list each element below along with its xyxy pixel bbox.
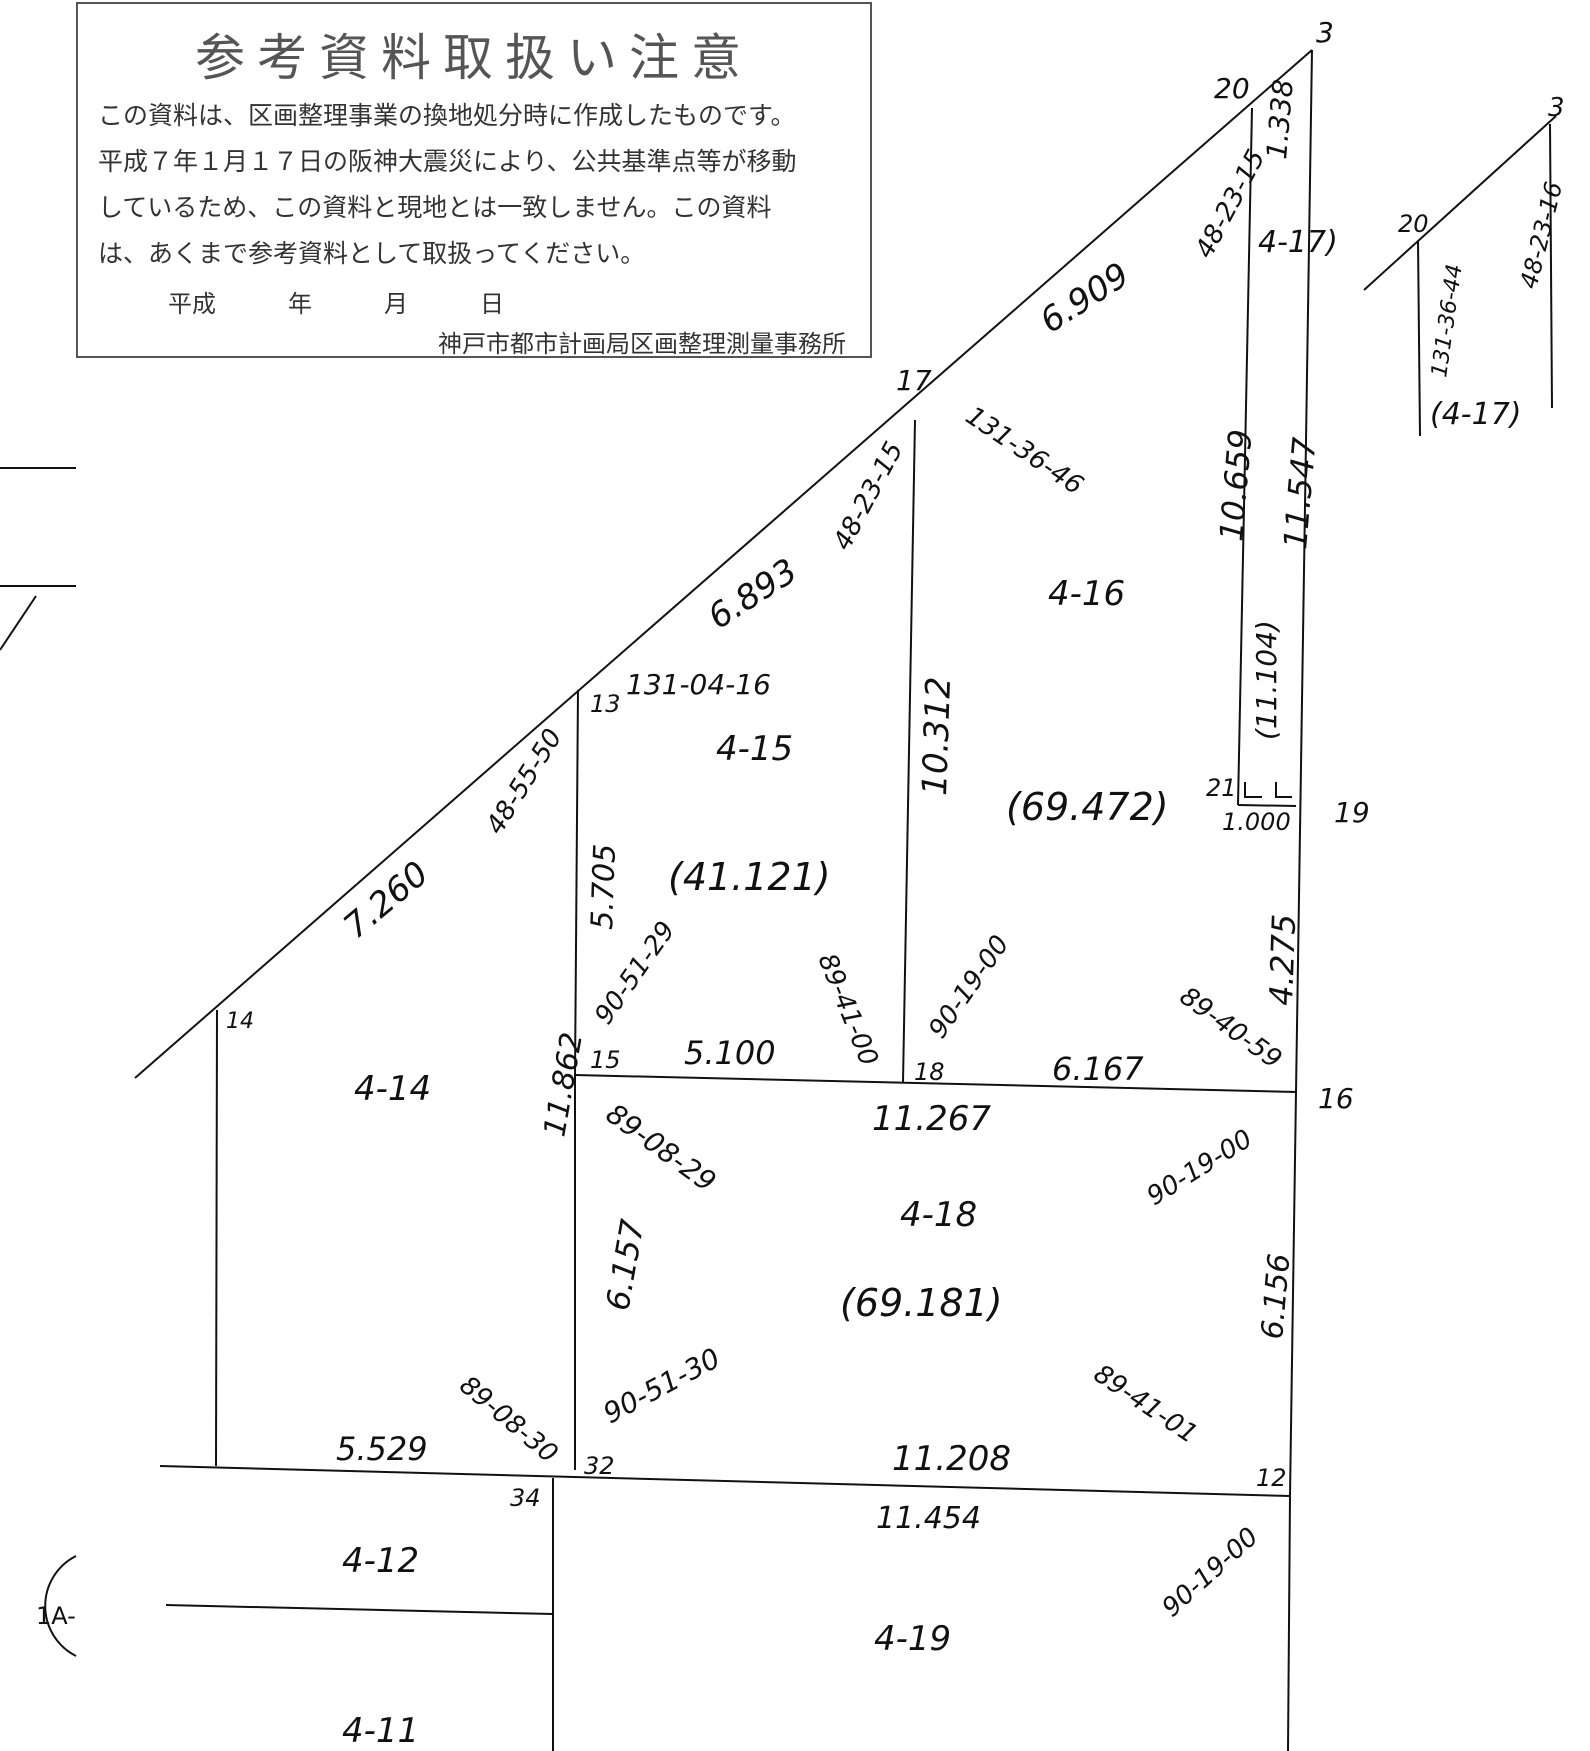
notice-line-3: しているため、この資料と現地とは一致しません。この資料 (98, 193, 772, 222)
inset-point-label-3: 3 (1548, 93, 1565, 123)
lot-label-4-17: 4-17) (1258, 225, 1338, 260)
area-label-4-18: (69.181) (840, 1281, 1003, 1325)
area-label-4-16: (69.472) (1006, 785, 1169, 829)
boundary-4-12-4-11 (165, 1604, 554, 1615)
boundary-15-16 (574, 1074, 1297, 1093)
point-label-17: 17 (896, 364, 932, 397)
distance-label: 10.312 (915, 676, 959, 796)
point-label-18: 18 (914, 1058, 945, 1086)
distance-label: 11.208 (892, 1439, 1011, 1479)
angle-label: 89-41-00 (812, 949, 884, 1070)
boundary-16-12 (1289, 1091, 1297, 1497)
angle-label: 48-55-50 (480, 724, 568, 840)
inset-angle-label: 131-36-44 (1427, 263, 1468, 379)
boundary-20-21 (1237, 107, 1253, 806)
angle-label: 89-41-01 (1088, 1359, 1203, 1450)
margin-label: 1A- (36, 1602, 76, 1630)
point-label-13: 13 (590, 690, 621, 718)
distance-label: 6.167 (1052, 1050, 1144, 1088)
point-label-16: 16 (1318, 1082, 1354, 1115)
distance-label: 1.000 (1222, 808, 1291, 836)
lot-label-4-18: 4-18 (900, 1195, 977, 1235)
lot-label-4-14: 4-14 (354, 1069, 431, 1109)
distance-label: 10.659 (1212, 428, 1260, 543)
lot-label-4-12: 4-12 (342, 1541, 419, 1581)
notice-line-2: 平成７年１月１７日の阪神大震災により、公共基準点等が移動 (98, 147, 797, 176)
edge-circle (44, 1555, 77, 1657)
edge-line (0, 595, 37, 651)
distance-label: 6.157 (598, 1216, 651, 1313)
area-label-4-15: (41.121) (668, 855, 831, 899)
lot-label-4-19: 4-19 (874, 1619, 951, 1659)
boundary-32-12 (159, 1465, 1291, 1497)
angle-label: 131-04-16 (626, 668, 771, 701)
distance-label: 5.100 (684, 1034, 776, 1072)
distance-label: 11.862 (537, 1030, 590, 1139)
angle-label: 90-51-29 (589, 916, 681, 1030)
distance-label: 7.260 (336, 854, 436, 947)
angle-label: 131-36-46 (960, 401, 1088, 501)
notice-title: 参考資料取扱い注意 (195, 29, 753, 87)
angle-label: 89-08-29 (600, 1097, 722, 1198)
boundary-12-down (1287, 1495, 1291, 1751)
inset-lot-label: (4-17) (1430, 397, 1522, 432)
notice-line-4: は、あくまで参考資料として取扱ってください。 (98, 239, 646, 268)
angle-label: 48-23-15 (828, 437, 910, 555)
distance-label: 11.547 (1276, 435, 1324, 550)
distance-label: 1.338 (1260, 78, 1300, 161)
notice-date: 平成 年 月 日 (168, 290, 504, 318)
lot-label-4-16: 4-16 (1048, 574, 1125, 614)
angle-label: 90-51-30 (598, 1341, 726, 1430)
distance-label: 4.275 (1262, 913, 1303, 1006)
notice-line-1: この資料は、区画整理事業の換地処分時に作成したものです。 (98, 101, 796, 130)
inset-diagonal (1363, 115, 1557, 291)
inset-angle-label: 48-23-16 (1515, 179, 1569, 291)
inset-point-label-20: 20 (1398, 210, 1429, 238)
diagonal-boundary (134, 49, 1313, 1079)
point-label-19: 19 (1334, 796, 1370, 829)
boundary-21-19 (1237, 804, 1297, 807)
distance-label: 11.267 (872, 1099, 991, 1139)
point-label-14: 14 (226, 1009, 254, 1034)
point-label-20: 20 (1214, 72, 1250, 105)
angle-label: 90-19-00 (923, 930, 1015, 1044)
distance-label: 11.454 (876, 1501, 981, 1536)
distance-label: 5.705 (585, 843, 623, 930)
angle-label: 89-08-30 (454, 1370, 564, 1469)
point-label-21: 21 (1206, 774, 1237, 802)
lot-label-4-15: 4-15 (716, 729, 793, 769)
point-label-3: 3 (1316, 16, 1334, 49)
distance-label: 5.529 (336, 1430, 428, 1468)
area-label-4-17: (11.104) (1250, 620, 1283, 740)
distance-label: 6.893 (701, 551, 804, 638)
boundary-14 (215, 1009, 218, 1467)
angle-label: 90-19-00 (1157, 1522, 1265, 1623)
boundary-13-15 (574, 689, 579, 1076)
point-label-15: 15 (590, 1046, 621, 1074)
distance-label: 6.909 (1033, 255, 1136, 342)
corner-mark (1275, 782, 1292, 798)
distance-label: 6.156 (1255, 1252, 1297, 1341)
inset-left-line (1417, 240, 1421, 437)
inset-right-line (1549, 123, 1553, 409)
corner-mark (1244, 782, 1262, 798)
point-label-32: 32 (584, 1452, 615, 1480)
point-label-12: 12 (1256, 1464, 1287, 1492)
point-label-34: 34 (510, 1484, 541, 1512)
boundary-17-18 (902, 419, 916, 1083)
angle-label: 90-19-00 (1142, 1124, 1258, 1212)
lot-label-4-11: 4-11 (342, 1711, 419, 1751)
reference-notice-box: 参考資料取扱い注意 この資料は、区画整理事業の換地処分時に作成したものです。 平… (76, 2, 872, 358)
notice-office: 神戸市都市計画局区画整理測量事務所 (438, 330, 846, 358)
boundary-3-16 (1295, 49, 1313, 1093)
